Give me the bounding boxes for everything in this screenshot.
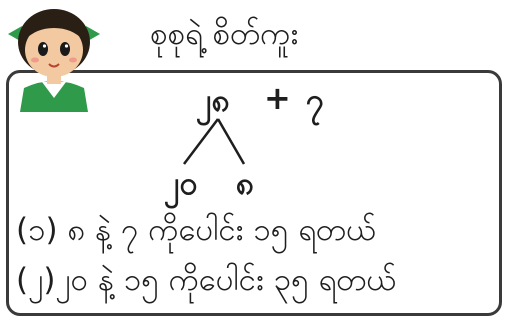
split-part-ones: ၈	[236, 162, 254, 210]
branch-right-line	[218, 119, 244, 164]
step-line-2: (၂)၂၀ နဲ့ ၁၅ ကိုပေါင်း ၃၅ ရတယ်	[16, 260, 397, 306]
branch-left-line	[184, 119, 218, 164]
step-line-1: (၁) ၈ နဲ့ ၇ ကိုပေါင်း ၁၅ ရတယ်	[16, 210, 376, 256]
split-part-tens: ၂၀	[164, 162, 198, 210]
